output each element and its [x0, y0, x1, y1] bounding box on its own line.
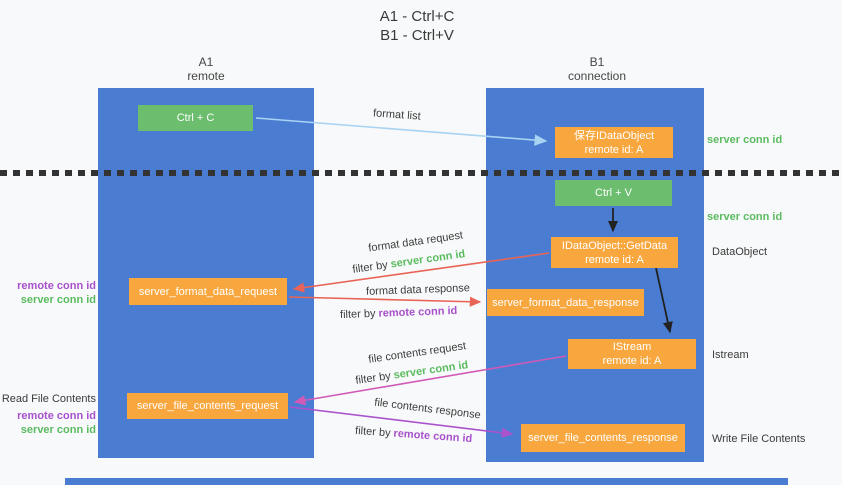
filter-by-text: filter by: [354, 370, 392, 387]
node-istream-line1: IStream: [612, 341, 652, 353]
annotation-remote-conn-id-2: remote conn id: [17, 410, 96, 422]
annotation-read-file-contents-block: Read File Contents: [0, 392, 96, 406]
node-server-file-contents-request: server_file_contents_request: [127, 393, 288, 419]
annotation-block-file-ids: remote conn id server conn id: [0, 409, 96, 437]
node-ctrl-v-label: Ctrl + V: [595, 187, 632, 199]
filter-server-conn-id-text: server conn id: [392, 359, 469, 382]
node-server-file-contents-response-label: server_file_contents_response: [528, 432, 678, 444]
node-getdata-line1: IDataObject::GetData: [561, 239, 668, 252]
arrow-label-file-contents-response: file contents response: [373, 396, 482, 422]
node-server-format-data-response: server_format_data_response: [487, 289, 644, 316]
title-line-1: A1 - Ctrl+C: [379, 8, 455, 25]
arrow-label-format-data-response: format data response: [365, 282, 471, 298]
annotation-server-conn-id-1: server conn id: [20, 294, 96, 306]
node-server-format-data-response-label: server_format_data_response: [492, 296, 639, 309]
annotation-write-file-contents: Write File Contents: [712, 433, 806, 445]
node-save-idataobject: 保存IDataObject remote id: A: [555, 127, 673, 158]
lane-label-a1: A1 remote: [156, 55, 256, 83]
node-server-format-data-request-label: server_format_data_request: [138, 285, 278, 298]
node-ctrl-c: Ctrl + C: [138, 105, 253, 131]
annotation-read-file-contents: Read File Contents: [1, 393, 96, 405]
filter-by-text: filter by: [354, 424, 391, 440]
title-line-2: B1 - Ctrl+V: [380, 27, 454, 44]
filter-remote-conn-id-text: remote conn id: [393, 427, 473, 446]
annotation-remote-conn-id-1: remote conn id: [17, 280, 96, 292]
diagram-title: A1 - Ctrl+C B1 - Ctrl+V: [332, 7, 502, 45]
lane-b1-role: connection: [567, 69, 627, 83]
node-server-file-contents-response: server_file_contents_response: [521, 424, 685, 452]
filter-server-conn-id-text: server conn id: [389, 248, 466, 271]
node-save-idataobject-line1: 保存IDataObject: [573, 129, 655, 142]
lane-b1-name: B1: [589, 55, 605, 69]
node-istream: IStream remote id: A: [568, 339, 696, 369]
annotation-server-conn-id-mid: server conn id: [707, 211, 783, 223]
lane-label-b1: B1 connection: [547, 55, 647, 83]
annotation-server-conn-id-top: server conn id: [707, 134, 783, 146]
node-ctrl-v: Ctrl + V: [555, 180, 672, 206]
filter-by-text: filter by: [351, 259, 389, 276]
filter-remote-conn-id-text: remote conn id: [378, 304, 458, 320]
annotation-block-format-ids: remote conn id server conn id: [0, 279, 96, 307]
arrow-format-data-response: [288, 296, 482, 307]
node-istream-line2: remote id: A: [602, 355, 662, 367]
annotation-server-conn-id-2: server conn id: [20, 424, 96, 436]
annotation-istream: Istream: [712, 349, 749, 361]
node-getdata-line2: remote id: A: [585, 253, 644, 266]
annotation-dataobject: DataObject: [712, 246, 768, 258]
node-save-idataobject-line2: remote id: A: [584, 143, 644, 156]
node-idataobject-getdata: IDataObject::GetData remote id: A: [551, 237, 678, 268]
arrow-label-format-list: format list: [372, 107, 422, 123]
lane-a1-role: remote: [187, 69, 225, 83]
lane-a1-name: A1: [198, 55, 214, 69]
filter-by-text: filter by: [339, 307, 376, 322]
bottom-lane-strip: [65, 478, 788, 485]
node-server-file-contents-request-label: server_file_contents_request: [136, 400, 279, 412]
node-server-format-data-request: server_format_data_request: [129, 278, 287, 305]
node-ctrl-c-label: Ctrl + C: [176, 112, 215, 124]
